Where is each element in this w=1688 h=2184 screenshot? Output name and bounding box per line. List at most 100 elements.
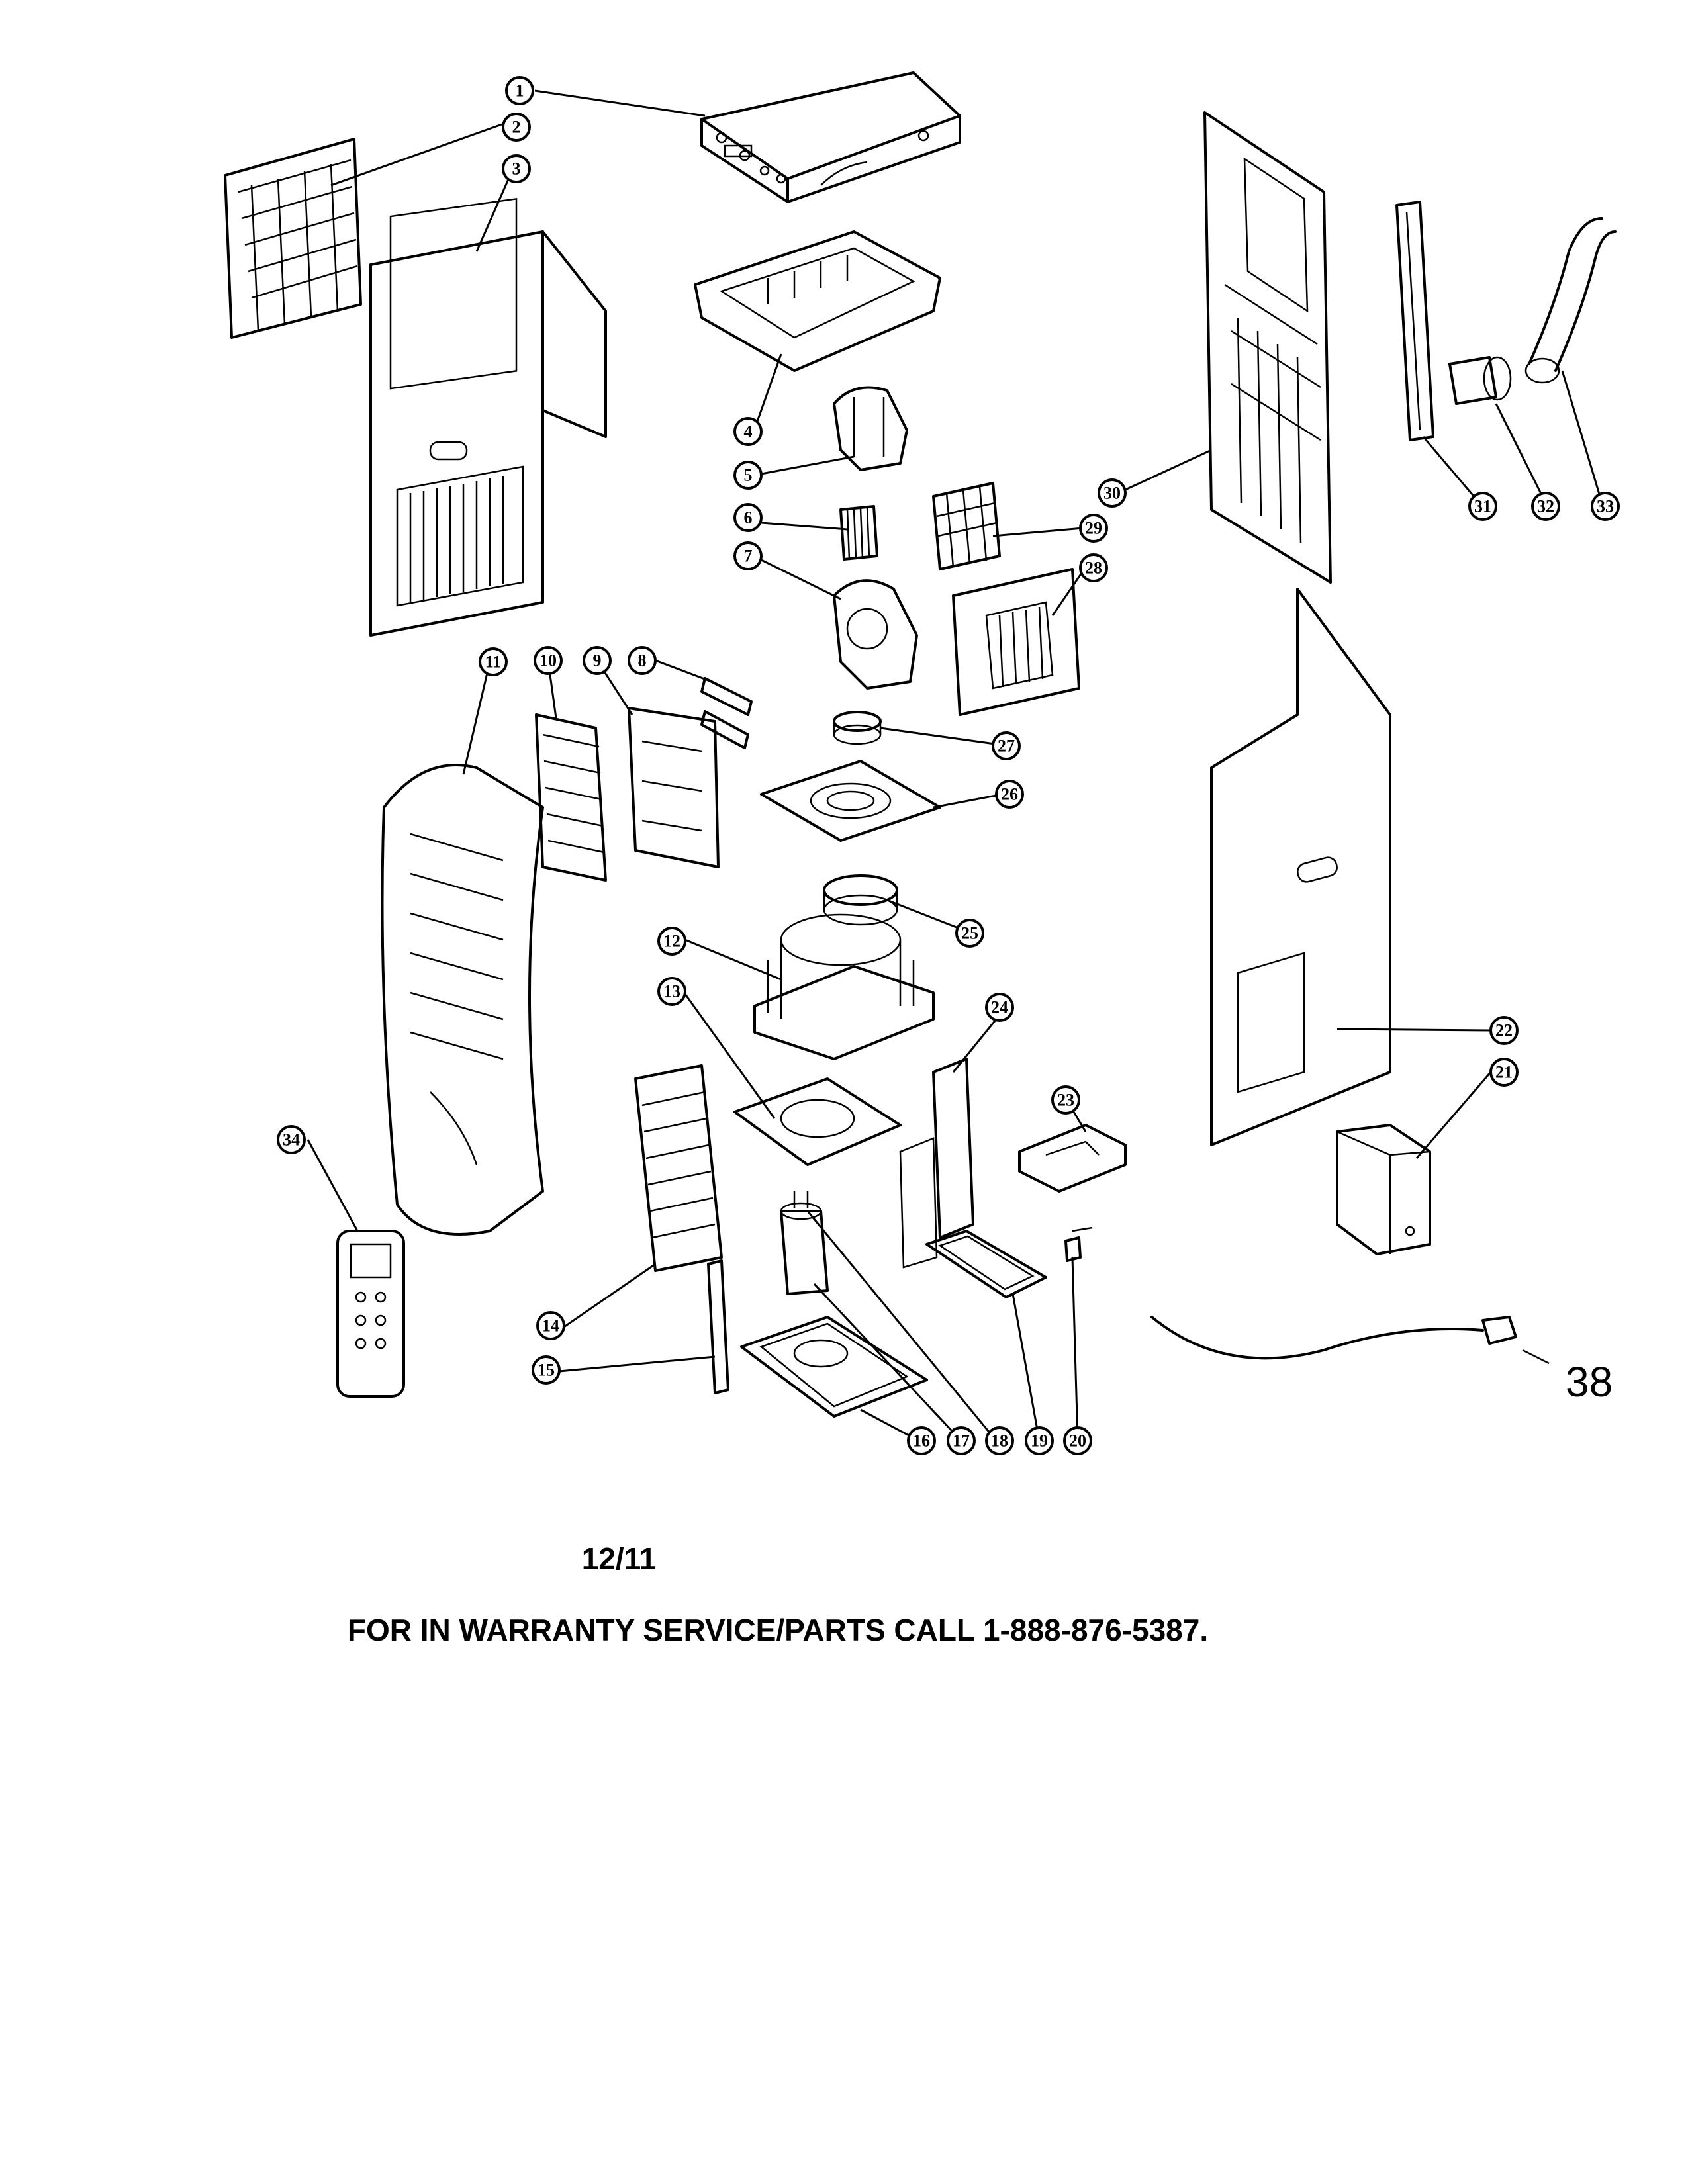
part-blower-housing	[833, 579, 918, 690]
svg-text:22: 22	[1495, 1021, 1513, 1040]
callout-28: 28	[1079, 553, 1108, 582]
part-evaporator	[535, 713, 607, 882]
svg-text:17: 17	[953, 1432, 970, 1451]
svg-text:29: 29	[1085, 519, 1102, 538]
part-bracket-frame	[628, 707, 720, 868]
svg-text:27: 27	[998, 737, 1015, 756]
part-motor-mount	[760, 760, 941, 842]
svg-text:30: 30	[1103, 484, 1121, 503]
svg-text:33: 33	[1597, 497, 1614, 516]
svg-text:1: 1	[516, 81, 524, 101]
svg-text:34: 34	[283, 1130, 300, 1150]
callout-26: 26	[995, 780, 1024, 809]
callout-4: 4	[733, 417, 763, 446]
part-electrical-box	[1336, 1124, 1431, 1255]
callout-3: 3	[502, 154, 531, 183]
callout-12: 12	[657, 927, 686, 956]
svg-text:20: 20	[1069, 1432, 1086, 1451]
callout-5: 5	[733, 461, 763, 490]
callout-10: 10	[534, 646, 563, 675]
svg-text:14: 14	[542, 1316, 559, 1336]
part-motor-bracket	[833, 386, 908, 471]
part-heater	[952, 568, 1080, 716]
callout-7: 7	[733, 541, 763, 570]
svg-text:11: 11	[485, 653, 502, 672]
callout-18: 18	[985, 1426, 1014, 1455]
part-louvers	[700, 677, 753, 749]
svg-text:24: 24	[991, 998, 1008, 1017]
part-condenser-fan	[823, 874, 898, 926]
leader-lines	[306, 89, 1603, 1442]
svg-text:15: 15	[538, 1361, 555, 1380]
callout-11: 11	[479, 647, 508, 676]
callout-31: 31	[1468, 492, 1497, 521]
callout-16: 16	[907, 1426, 936, 1455]
callout-6: 6	[733, 503, 763, 532]
callout-2: 2	[502, 113, 531, 142]
svg-text:16: 16	[913, 1432, 930, 1451]
part-condenser	[634, 1064, 723, 1272]
svg-text:12: 12	[663, 932, 680, 951]
svg-text:32: 32	[1537, 497, 1554, 516]
revision-date: 12/11	[581, 1541, 657, 1576]
part-front-panel	[369, 197, 607, 637]
svg-text:2: 2	[512, 118, 521, 137]
part-drain-tray	[925, 1230, 1047, 1298]
svg-text:9: 9	[593, 651, 602, 670]
part-hose-adapter	[1448, 356, 1512, 405]
callout-27: 27	[992, 731, 1021, 760]
svg-text:19: 19	[1031, 1432, 1048, 1451]
callout-34: 34	[277, 1125, 306, 1154]
callout-24: 24	[985, 993, 1014, 1022]
callout-21: 21	[1489, 1058, 1519, 1087]
callout-32: 32	[1531, 492, 1560, 521]
part-remote-control	[336, 1230, 405, 1398]
callout-14: 14	[536, 1311, 565, 1340]
svg-text:5: 5	[744, 466, 753, 485]
svg-text:28: 28	[1085, 559, 1102, 578]
callout-38: 38	[1566, 1358, 1613, 1406]
callout-15: 15	[532, 1355, 561, 1385]
part-fan-shroud	[753, 913, 935, 1060]
part-fan-motor	[833, 711, 882, 745]
svg-text:4: 4	[744, 422, 753, 441]
callout-25: 25	[955, 919, 984, 948]
service-phone-line: FOR IN WARRANTY SERVICE/PARTS CALL 1-888…	[347, 1613, 1209, 1647]
part-screen	[932, 482, 1001, 570]
svg-text:26: 26	[1001, 785, 1018, 804]
part-blower-wheel	[839, 505, 878, 561]
callout-19: 19	[1025, 1426, 1054, 1455]
svg-text:25: 25	[961, 924, 978, 943]
svg-text:18: 18	[991, 1432, 1008, 1451]
callout-30: 30	[1098, 478, 1127, 508]
part-rear-panel	[1203, 111, 1332, 584]
callout-17: 17	[947, 1426, 976, 1455]
svg-text:21: 21	[1495, 1063, 1513, 1082]
svg-text:7: 7	[744, 547, 753, 566]
svg-text:8: 8	[638, 651, 647, 670]
callout-13: 13	[657, 977, 686, 1006]
svg-text:3: 3	[512, 159, 521, 179]
part-side-rail	[707, 1259, 729, 1394]
part-rear-cabinet	[1210, 588, 1391, 1146]
callout-22: 22	[1489, 1016, 1519, 1045]
part-base-plate	[733, 1077, 902, 1166]
callout-1: 1	[505, 76, 534, 105]
part-air-filter	[224, 138, 362, 339]
part-compressor	[780, 1191, 829, 1295]
svg-text:23: 23	[1057, 1091, 1074, 1110]
svg-text:31: 31	[1474, 497, 1491, 516]
callout-29: 29	[1079, 514, 1108, 543]
callout-9: 9	[583, 646, 612, 675]
part-power-cord	[1150, 1316, 1550, 1365]
part-top-tray	[694, 230, 941, 372]
part-front-cabinet	[381, 764, 544, 1236]
svg-text:13: 13	[663, 982, 680, 1001]
part-mount-bracket	[1018, 1124, 1127, 1193]
callout-33: 33	[1591, 492, 1620, 521]
callout-23: 23	[1051, 1085, 1080, 1115]
part-chassis-base	[740, 1316, 928, 1418]
part-float-switch	[1064, 1226, 1093, 1262]
callout-8: 8	[628, 646, 657, 675]
